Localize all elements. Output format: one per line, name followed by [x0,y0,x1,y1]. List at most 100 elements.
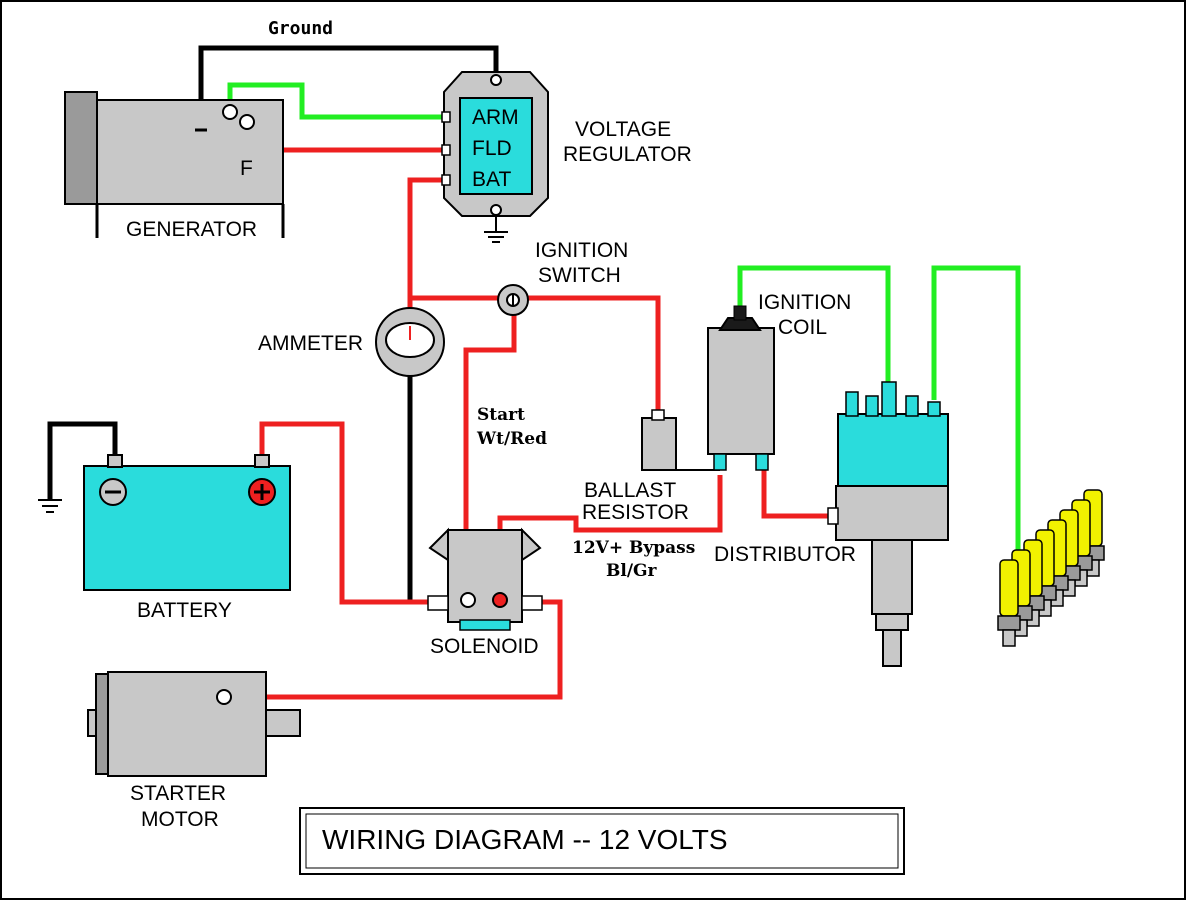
generator-f-terminal [239,114,255,130]
ground-label: Ground [268,18,333,39]
voltage-regulator: ARM FLD BAT VOLTAGE REGULATOR [441,71,692,243]
starter-label-line2: MOTOR [141,808,219,831]
regulator-panel [459,97,533,195]
coil-body [707,327,775,455]
title-box-outer [299,807,905,875]
solenoid-starter-terminal [521,595,543,611]
regulator-fld-terminal [441,144,451,156]
generator-f-label: F [240,157,253,180]
starter-end-cap [95,673,109,775]
solenoid-base [459,619,511,631]
distributor-tower-3 [905,395,919,417]
starter-label-line1: STARTER [130,782,226,805]
wire-start [463,312,517,600]
distributor: DISTRIBUTOR [714,381,949,667]
spark-plug-thread [1002,629,1016,647]
generator: F GENERATOR [64,91,285,241]
battery-label: BATTERY [137,599,232,622]
wires [47,45,1021,700]
wire-solenoid-starter [228,599,563,700]
starter-terminal [216,689,232,705]
title-box-inner [305,813,899,869]
ballast-resistor: BALLAST RESISTOR [582,409,720,524]
distributor-collar [875,613,909,631]
starter-body [107,671,267,777]
coil-pos-terminal [755,453,769,471]
spark-plugs [997,489,1105,647]
spark-plug-boot [999,559,1019,617]
wire-coil-distributor [761,470,832,519]
distributor-shaft-housing [871,539,913,615]
solenoid-i-terminal [492,592,508,608]
starter-shaft [265,709,301,737]
coil-neg-terminal [713,453,727,471]
distributor-tower-1 [845,391,859,417]
distributor-housing [835,485,949,541]
distributor-terminal [827,507,839,525]
battery-pos-post [254,454,270,468]
start-wire-label-line2: Wt/Red [476,429,547,449]
wire-battery-ground [47,421,118,500]
regulator-arm-label: ARM [472,106,519,129]
starter-back-shaft [87,709,97,737]
regulator-bottom-screw [490,204,502,216]
coil-label-line2: COIL [778,316,827,339]
regulator-bat-terminal [441,174,451,186]
generator-body [96,99,284,205]
distributor-label: DISTRIBUTOR [714,543,856,566]
solenoid: SOLENOID [427,527,543,658]
ballast-body [641,417,677,471]
ignition-switch-label-line2: SWITCH [538,264,621,287]
wire-switch-ballast [525,295,661,412]
coil-tower-top [733,305,747,321]
regulator-label-line2: REGULATOR [563,143,692,166]
ignition-switch: IGNITION SWITCH [497,239,628,316]
title-box: WIRING DIAGRAM -- 12 VOLTS [299,807,905,875]
ballast-label-line1: BALLAST [584,479,676,502]
regulator-label-line1: VOLTAGE [575,118,671,141]
solenoid-battery-terminal [427,595,449,611]
ammeter-label: AMMETER [258,332,363,355]
wire-arm [227,82,444,120]
bypass-wire-label-line1: 12V+ Bypass [572,538,695,558]
start-wire-label-line1: Start [477,405,525,425]
distributor-shaft [882,629,902,667]
generator-label: GENERATOR [126,218,257,241]
distributor-tower-2 [865,395,879,417]
generator-pulley [64,91,98,205]
spark-plug [997,559,1021,647]
regulator-arm-terminal [441,111,451,123]
distributor-center-tower [881,381,897,417]
ammeter: AMMETER [258,307,445,377]
starter-motor: STARTER MOTOR [87,671,301,831]
battery: BATTERY [38,454,291,622]
solenoid-s-terminal [460,592,476,608]
generator-arm-terminal [222,104,238,120]
wire-bat [407,177,444,310]
distributor-tower-4 [927,401,941,417]
spark-plug-hex [997,615,1021,631]
diagram-title: WIRING DIAGRAM -- 12 VOLTS [322,824,728,855]
solenoid-bracket-left [428,527,449,562]
wire-coil-cap [737,265,891,388]
ballast-terminal [651,409,665,421]
solenoid-bracket-right [521,527,542,562]
ignition-coil: IGNITION COIL [707,291,851,471]
battery-neg-post [107,454,123,468]
wire-battery-solenoid [259,421,432,605]
regulator-bat-label: BAT [472,168,511,191]
coil-label-line1: IGNITION [758,291,851,314]
ignition-switch-label-line1: IGNITION [535,239,628,262]
regulator-top-screw [490,74,502,86]
bypass-wire-label-line2: Bl/Gr [606,561,658,581]
distributor-cap [837,413,949,487]
solenoid-body [447,529,523,623]
wire-cap-plugs [931,265,1021,560]
ballast-label-line2: RESISTOR [582,501,689,524]
regulator-fld-label: FLD [472,137,512,160]
solenoid-label: SOLENOID [430,635,539,658]
wire-ground [198,45,499,128]
